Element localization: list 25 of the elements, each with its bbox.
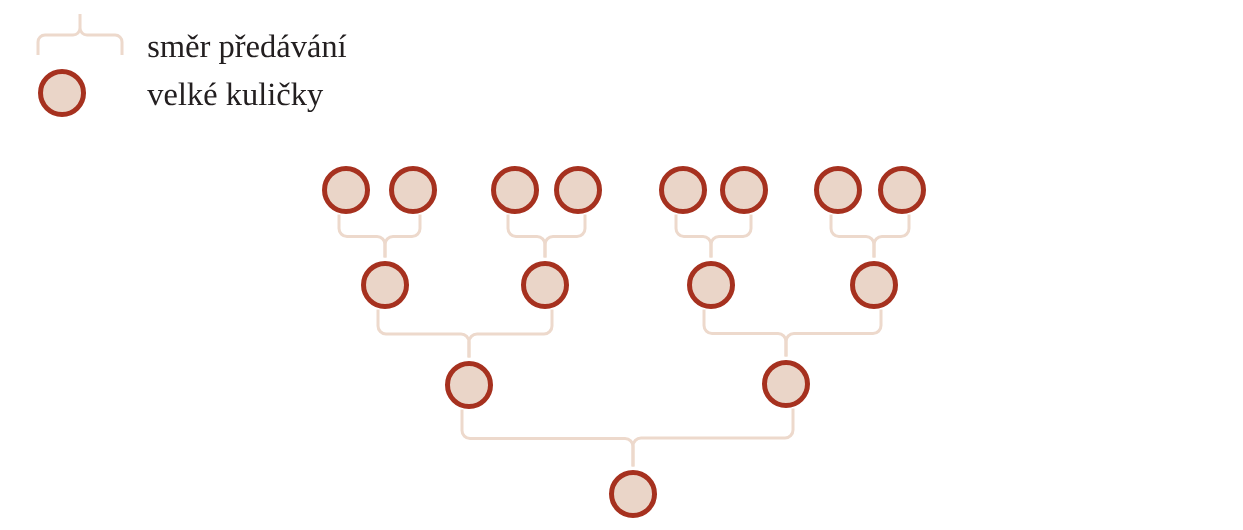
- ball-circle: [762, 360, 810, 408]
- brace-line: [467, 309, 554, 358]
- brace-line: [709, 214, 753, 258]
- ball-circle: [521, 261, 569, 309]
- legend-label: velké kuličky: [147, 82, 324, 112]
- brace-line: [383, 214, 422, 258]
- brace-line: [872, 214, 911, 258]
- ball-circle: [720, 166, 768, 214]
- ball-circle: [850, 261, 898, 309]
- ball-circle: [878, 166, 926, 214]
- ball-circle: [445, 361, 493, 409]
- ball-circle: [814, 166, 862, 214]
- ball-circle: [554, 166, 602, 214]
- ball-circle: [659, 166, 707, 214]
- ball-circle: [491, 166, 539, 214]
- legend-label: směr předávání: [148, 34, 347, 64]
- brace-line: [784, 309, 883, 357]
- ball-circle: [389, 166, 437, 214]
- ball-circle: [361, 261, 409, 309]
- ball-circle: [322, 166, 370, 214]
- legend-ball: [38, 69, 86, 117]
- ball-circle: [687, 261, 735, 309]
- ball-circle: [609, 470, 657, 518]
- brace-line: [543, 214, 587, 258]
- brace-line: [631, 408, 795, 467]
